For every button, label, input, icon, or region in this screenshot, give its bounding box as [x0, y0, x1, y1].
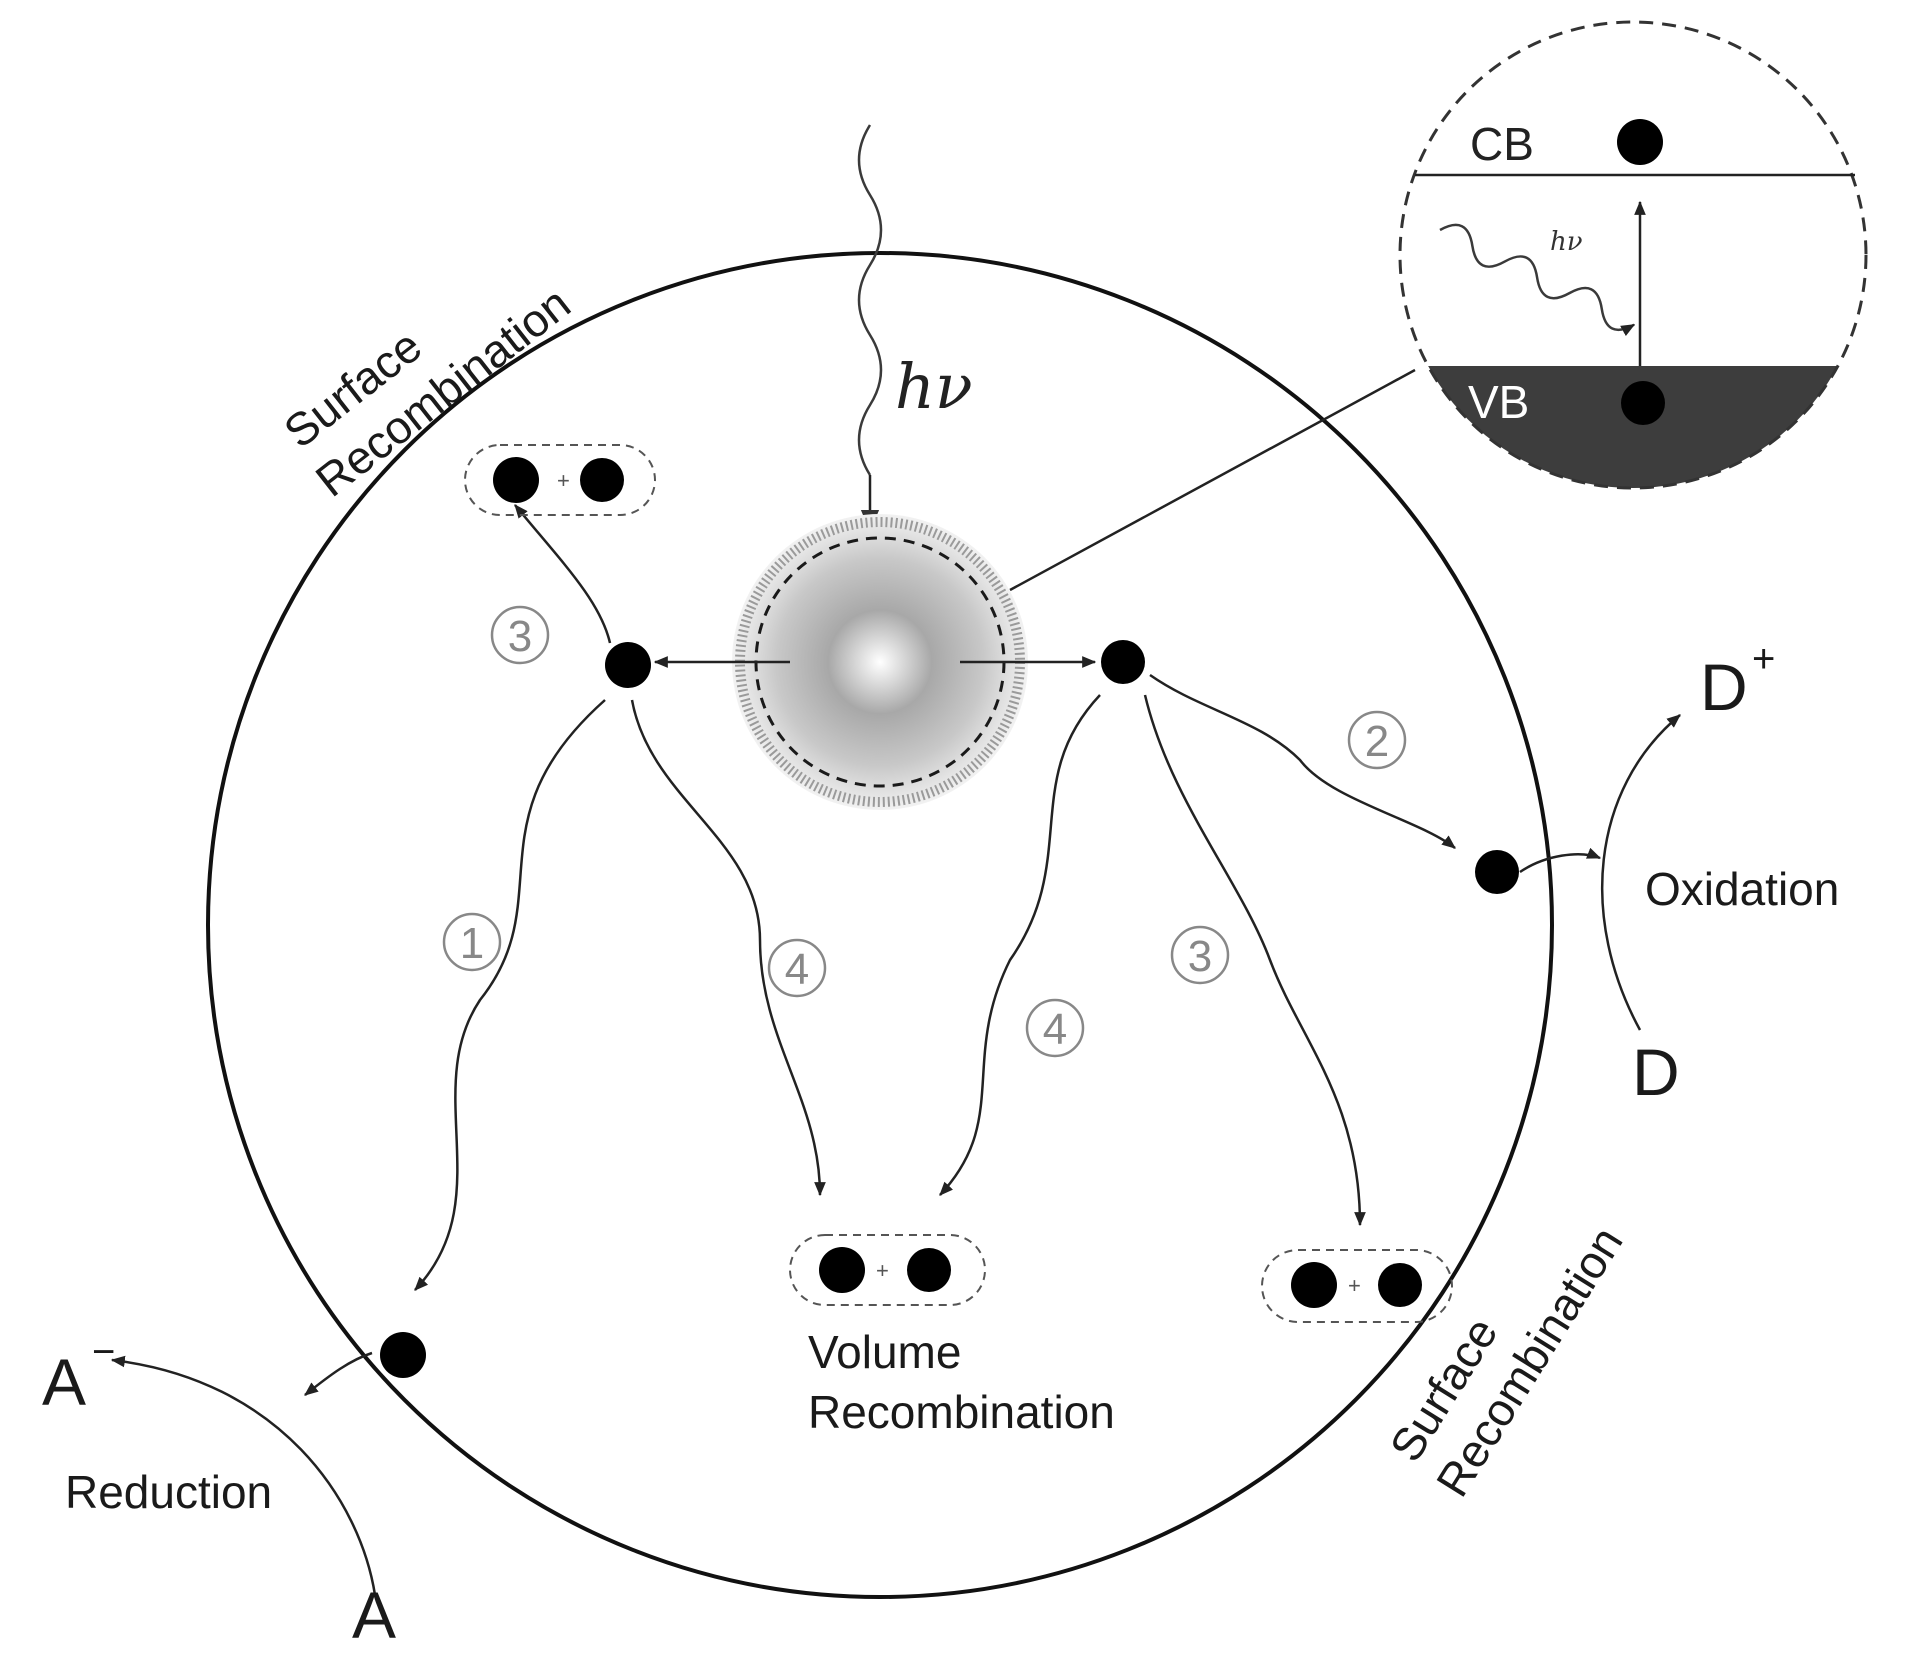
badge-3-right: 3: [1188, 932, 1212, 981]
inset-electron: [1617, 119, 1663, 165]
inset-photon-wave: [1439, 223, 1636, 337]
volume-pair-hole: [907, 1248, 951, 1292]
path-3-top-left: [514, 504, 612, 644]
volume-pair-box: [789, 1234, 986, 1306]
particle-outline: [206, 251, 1554, 1599]
volume-recombination-line1: Volume: [808, 1326, 961, 1378]
surface-pair-top-hole: [580, 458, 624, 502]
electron-center: [605, 642, 651, 688]
surface-pair-bottom-hole: [1378, 1263, 1422, 1307]
inset-hole: [1621, 381, 1665, 425]
d-plus-superscript: +: [1752, 637, 1775, 681]
hole-surface-right: [1475, 850, 1519, 894]
badge-4-left: 4: [785, 945, 809, 994]
badge-1: 1: [460, 919, 484, 968]
electron-transfer-arrow: [304, 1351, 373, 1396]
surface-pair-bottom-plus: +: [1348, 1273, 1361, 1298]
electron-surface-left: [380, 1332, 426, 1378]
a-minus-superscript: −: [92, 1330, 115, 1374]
volume-recombination-line2: Recombination: [808, 1386, 1115, 1438]
surface-pair-bottom-electron: [1291, 1262, 1337, 1308]
inset-outline: [1398, 20, 1868, 490]
reduction-arc: [110, 1355, 377, 1596]
path-3-hole-surface: [1143, 694, 1366, 1227]
badge-3-top-left: 3: [508, 612, 532, 661]
photon-label: hν: [895, 350, 973, 423]
path-2-hole-oxidation: [1149, 673, 1456, 849]
surface-recombination-bottom-label: Surface Recombination: [1379, 1218, 1632, 1506]
a-label: A: [352, 1578, 396, 1651]
conduction-band-label: CB: [1470, 118, 1534, 170]
band-diagram-inset: [1398, 20, 1868, 490]
badge-4-right: 4: [1043, 1005, 1067, 1054]
surface-pair-top-plus: +: [557, 468, 570, 493]
hole-transfer-arrow: [1519, 847, 1602, 874]
pathway-badges: 3 2 1 4 4 3: [442, 605, 1407, 1058]
d-plus-label: D: [1700, 650, 1748, 724]
volume-pair-plus: +: [876, 1258, 889, 1283]
path-4-hole-volume: [939, 694, 1101, 1196]
surface-pair-bottom-box: [1261, 1249, 1453, 1323]
photon-wave: [857, 124, 883, 476]
a-minus-label: A: [42, 1345, 86, 1419]
d-label: D: [1632, 1035, 1680, 1109]
path-4-electron-volume: [630, 699, 826, 1197]
reduction-label: Reduction: [65, 1466, 272, 1518]
surface-pair-top-box: [464, 444, 656, 516]
inset-connector-line: [1009, 368, 1416, 592]
oxidation-arc: [1600, 714, 1681, 1031]
badge-2: 2: [1365, 717, 1389, 766]
surface-pair-top-electron: [493, 457, 539, 503]
inset-photon-label: hν: [1550, 227, 1583, 257]
valence-band-label: VB: [1468, 376, 1529, 428]
path-1-electron-reduction: [414, 699, 606, 1291]
volume-pair-electron: [819, 1247, 865, 1293]
oxidation-label: Oxidation: [1645, 863, 1839, 915]
hole-center: [1101, 640, 1145, 684]
